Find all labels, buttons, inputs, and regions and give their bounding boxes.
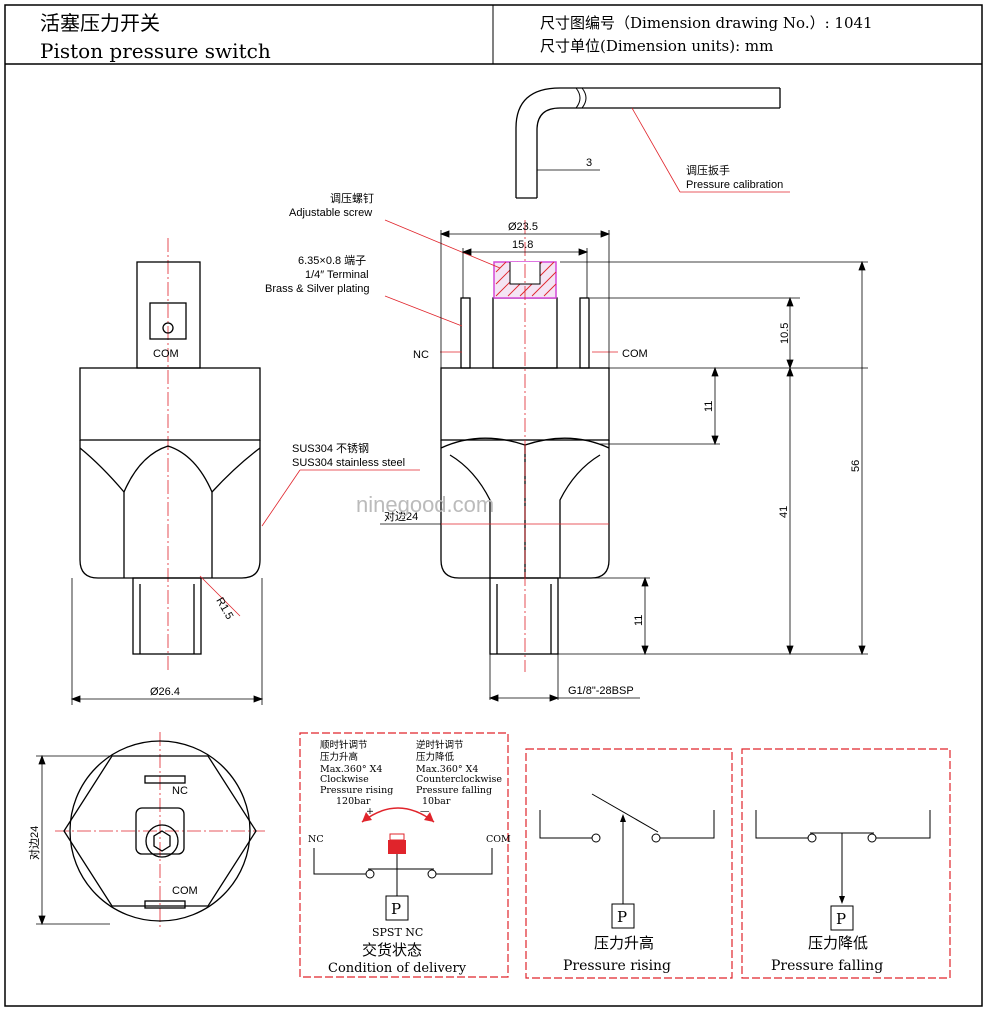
top-com-label: COM [172,885,198,897]
ccw-value: 10bar [422,796,451,807]
spst-label: SPST NC [372,926,423,939]
dim-diameter-26-4: Ø26.4 [150,686,180,698]
falling-label-en: Pressure falling [771,958,883,974]
dim-10-5: 10.5 [779,323,791,344]
drawing-number: 尺寸图编号（Dimension drawing No.）: 1041 [540,14,873,32]
rising-arrow-icon [620,814,626,822]
falling-label-cn: 压力降低 [808,934,868,952]
adjust-p-label: P [391,900,401,918]
title-cn: 活塞压力开关 [40,11,160,35]
ccw-label-en1: Counterclockwise [416,774,502,785]
dim-diameter-23-5: Ø23.5 [508,221,538,233]
cw-max: Max.360° X4 [320,764,382,775]
side-view [79,238,261,672]
dim-wrench-3: 3 [586,157,592,169]
terminal-spec-3: Brass & Silver plating [265,283,370,295]
pressure-rising-panel: P 压力升高 Pressure rising [525,748,733,979]
falling-p-label: P [836,910,846,928]
rising-p-label: P [617,908,627,926]
side-com-label: COM [153,348,179,360]
title-en: Piston pressure switch [40,39,271,63]
adjust-nc-label: NC [308,834,324,845]
ccw-label-cn2: 压力降低 [416,751,455,763]
ccw-arrow-icon [424,812,434,822]
screw-label-cn: 调压螺钉 [330,192,374,205]
cw-sign: + [366,806,374,817]
cw-label-cn1: 顺时针调节 [320,739,368,751]
dim-11-upper: 11 [703,401,715,412]
rising-label-en: Pressure rising [563,958,671,974]
ccw-sign: — [420,806,430,817]
front-com-label: COM [622,348,648,360]
cw-value: 120bar [336,796,371,807]
delivery-label-en: Condition of delivery [328,961,467,976]
dim-11-lower: 11 [633,615,645,626]
top-nc-label: NC [172,785,188,797]
cw-arrow-icon [362,812,372,822]
ccw-max: Max.360° X4 [416,764,478,775]
screw-icon [388,840,406,854]
front-nc-label: NC [413,349,429,361]
cw-label-en2: Pressure rising [320,785,393,796]
dim-flat-24: 对边24 [384,509,418,523]
dim-radius-1-5: R1.5 [213,596,235,622]
dim-56: 56 [850,460,862,472]
calibration-label-en: Pressure calibration [686,179,783,191]
screw-label-en: Adjustable screw [289,207,372,219]
dim-15-8: 15.8 [512,239,533,251]
cw-label-cn2: 压力升高 [320,751,358,763]
watermark: ninegood.com [356,492,494,517]
calibration-label-cn: 调压扳手 [686,163,730,177]
dim-thread: G1/8"-28BSP [568,685,634,697]
cw-label-en1: Clockwise [320,774,369,785]
dim-flat-24-vertical: 对边24 [27,826,41,860]
falling-arrow-icon [839,896,845,904]
rising-label-cn: 压力升高 [594,934,654,952]
material-label-en: SUS304 stainless steel [292,457,405,469]
terminal-spec-2: 1/4″ Terminal [305,269,369,281]
pressure-falling-panel: P 压力降低 Pressure falling [741,748,951,979]
adjustment-panel: 顺时针调节 压力升高 Max.360° X4 Clockwise Pressur… [299,732,511,978]
top-view [55,732,265,930]
adjust-com-label: COM [486,834,511,845]
dim-41: 41 [778,506,790,518]
dimension-units: 尺寸单位(Dimension units): mm [540,37,773,55]
ccw-label-cn1: 逆时针调节 [416,739,464,751]
terminal-spec-1: 6.35×0.8 端子 [298,254,366,267]
ccw-label-en2: Pressure falling [416,785,492,796]
delivery-label-cn: 交货状态 [362,941,422,959]
material-label-cn: SUS304 不锈钢 [292,442,369,455]
